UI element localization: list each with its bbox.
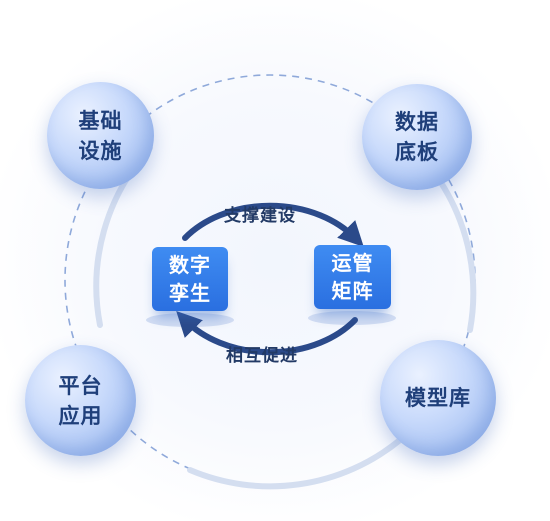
node-data-base: 数据 底板 xyxy=(362,84,472,190)
box-digital-twin-label: 数字 孪生 xyxy=(169,253,211,305)
cycle-label-top: 支撑建设 xyxy=(224,206,296,226)
box-digital-twin: 数字 孪生 xyxy=(152,247,228,311)
ring-arc-bottom xyxy=(187,437,403,490)
node-data-base-label: 数据 底板 xyxy=(395,110,439,164)
right-box-shadow xyxy=(308,311,396,325)
cycle-arrow-top xyxy=(182,202,364,248)
box-operations-matrix-label: 运管 矩阵 xyxy=(331,251,374,303)
cycle-label-bottom: 相互促进 xyxy=(226,346,298,366)
box-operations-matrix: 运管 矩阵 xyxy=(314,245,391,309)
node-model-library: 模型库 xyxy=(380,340,496,456)
node-model-library-label: 模型库 xyxy=(405,386,471,410)
node-infrastructure: 基础 设施 xyxy=(47,82,154,189)
cycle-arrow-bottom xyxy=(176,310,358,356)
node-infrastructure-label: 基础 设施 xyxy=(78,108,123,163)
node-platform-application-label: 平台 应用 xyxy=(58,373,103,428)
node-platform-application: 平台 应用 xyxy=(25,345,136,456)
